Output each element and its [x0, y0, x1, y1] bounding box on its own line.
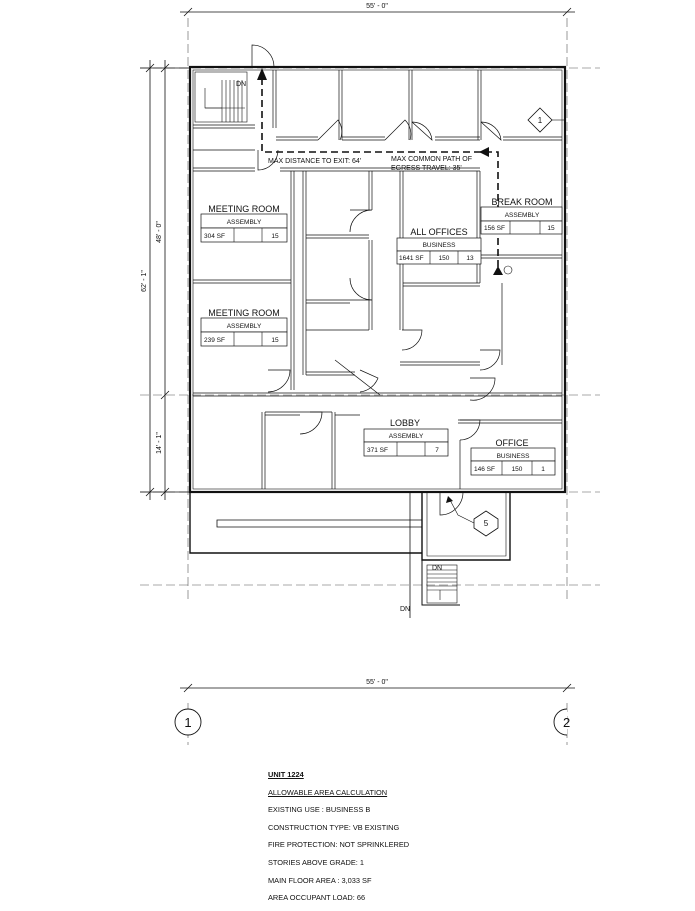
top-stair-dn-label: DN	[236, 81, 246, 88]
room-factor: 150	[512, 466, 523, 473]
sink-fixture	[503, 265, 513, 275]
room-area: 239 SF	[204, 337, 225, 344]
notes-occupant-load: AREA OCCUPANT LOAD: 66	[268, 893, 366, 903]
room-load: 13	[466, 255, 474, 262]
dim-top-width: 55' - 0"	[366, 3, 388, 10]
grid-bubble-1-label: 1	[184, 715, 191, 730]
room-area: 371 SF	[367, 447, 388, 454]
room-load: 15	[271, 233, 279, 240]
dim-overall-height: 62' - 1"	[141, 270, 148, 292]
grid-bubble-2	[553, 708, 568, 736]
notes-existing-use: EXISTING USE : BUSINESS B	[268, 805, 371, 815]
top-stair	[194, 71, 248, 123]
room-name: ALL OFFICES	[410, 227, 467, 237]
dim-lower-height: 14' - 1"	[156, 432, 163, 454]
egress-origin-marker	[493, 266, 503, 275]
egress-arrow-exit	[257, 68, 267, 80]
room-name: BREAK ROOM	[491, 197, 552, 207]
room-area: 1641 SF	[399, 255, 424, 262]
keynote-tag-5-label: 5	[484, 519, 489, 528]
doors	[251, 44, 502, 516]
exterior-walls	[188, 65, 567, 618]
room-tag-lobby: LOBBY ASSEMBLY 371 SF 7	[363, 418, 449, 457]
grid-bubble-1	[174, 708, 202, 736]
room-name: MEETING ROOM	[208, 204, 280, 214]
keynote-tag-5	[473, 510, 499, 537]
grid-lines	[140, 18, 600, 745]
room-load: 7	[435, 447, 439, 454]
room-name: OFFICE	[496, 438, 529, 448]
egress-common-path-line1: MAX COMMON PATH OF	[391, 156, 472, 163]
room-area: 156 SF	[484, 225, 505, 232]
room-tag-meeting-room-1: MEETING ROOM ASSEMBLY 304 SF 15	[200, 204, 288, 243]
room-factor: 150	[439, 255, 450, 262]
notes-stories: STORIES ABOVE GRADE: 1	[268, 857, 364, 867]
room-tag-break-room: BREAK ROOM ASSEMBLY 156 SF 15	[480, 197, 563, 235]
room-tag-meeting-room-2: MEETING ROOM ASSEMBLY 239 SF 15	[200, 308, 288, 347]
room-area: 304 SF	[204, 233, 225, 240]
dim-bottom-width: 55' - 0"	[366, 679, 388, 686]
notes-fire-protection: FIRE PROTECTION: NOT SPRINKLERED	[268, 840, 410, 850]
notes-floor-area: MAIN FLOOR AREA : 3,033 SF	[268, 875, 372, 885]
keynote-tag-1	[527, 107, 553, 133]
egress-max-distance: MAX DISTANCE TO EXIT: 64'	[268, 158, 361, 165]
room-load: 15	[547, 225, 555, 232]
ramp-dn-label: DN	[400, 606, 410, 613]
room-name: LOBBY	[390, 418, 420, 428]
notes-unit-title: UNIT 1224	[268, 770, 304, 779]
area-calculation-notes: UNIT 1224 ALLOWABLE AREA CALCULATION EXI…	[268, 770, 568, 911]
dim-upper-height: 48' - 0"	[156, 221, 163, 243]
room-tag-all-offices: ALL OFFICES BUSINESS 1641 SF 150 13	[396, 227, 482, 265]
room-use: ASSEMBLY	[227, 323, 262, 330]
room-load: 1	[541, 466, 545, 473]
room-use: ASSEMBLY	[389, 433, 424, 440]
bottom-stair	[426, 564, 458, 604]
room-tag-office: OFFICE BUSINESS 146 SF 150 1	[470, 438, 556, 476]
interior-walls	[193, 70, 562, 489]
notes-construction-type: CONSTRUCTION TYPE: VB EXISTING	[268, 822, 400, 832]
room-use: ASSEMBLY	[505, 212, 540, 219]
room-name: MEETING ROOM	[208, 308, 280, 318]
room-use: BUSINESS	[423, 242, 457, 249]
room-use: BUSINESS	[497, 453, 531, 460]
egress-arrow-common	[479, 147, 489, 157]
grid-bubble-2-label: 2	[563, 715, 570, 730]
room-use: ASSEMBLY	[227, 219, 262, 226]
bottom-stair-dn-label: DN	[432, 565, 442, 572]
notes-heading: ALLOWABLE AREA CALCULATION	[268, 787, 388, 797]
keynote-tag-1-label: 1	[538, 116, 543, 125]
room-load: 15	[271, 337, 279, 344]
keynote-tag-5-leader	[449, 499, 475, 524]
egress-common-path-line2: EGRESS TRAVEL: 35'	[391, 165, 462, 172]
dimensions	[140, 7, 575, 693]
room-area: 146 SF	[474, 466, 495, 473]
